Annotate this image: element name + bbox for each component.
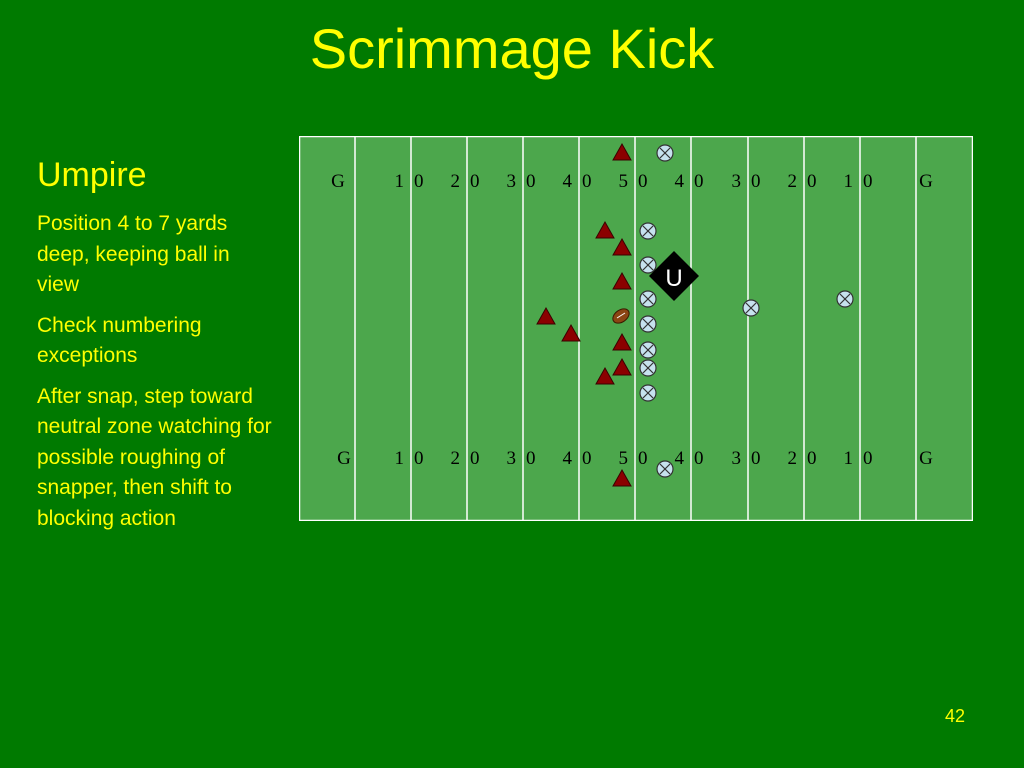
top-yard-digit: 3 <box>732 171 742 192</box>
bottom-goal-label: G <box>337 448 351 469</box>
top-yard-digit: 0 <box>863 171 873 192</box>
receiving-team-player <box>836 290 854 308</box>
receiving-team-player <box>639 341 657 359</box>
bottom-yard-digit: 5 <box>619 448 629 469</box>
top-yard-digit: 0 <box>414 171 424 192</box>
top-yard-digit: 2 <box>788 171 798 192</box>
top-yard-digit: 1 <box>395 171 405 192</box>
kicking-team-player <box>612 142 632 161</box>
receiving-team-player <box>639 315 657 333</box>
top-yard-digit: 0 <box>694 171 704 192</box>
yard-lines <box>354 136 917 521</box>
umpire-heading: Umpire <box>37 156 147 194</box>
kicking-team-player <box>536 306 556 325</box>
bottom-yard-digit: 2 <box>788 448 798 469</box>
bottom-yard-digit: 2 <box>451 448 461 469</box>
bottom-goal-label: G <box>919 448 933 469</box>
receiving-team-player <box>639 256 657 274</box>
bottom-yard-digit: 3 <box>507 448 517 469</box>
kicking-team-player <box>612 271 632 290</box>
receiving-team-player <box>656 460 674 478</box>
top-yard-digit: 4 <box>563 171 573 192</box>
receiving-team-player <box>656 144 674 162</box>
receiving-team-player <box>639 222 657 240</box>
umpire-marker: U <box>649 251 699 301</box>
top-yard-digit: 4 <box>675 171 685 192</box>
receiving-team-player <box>639 384 657 402</box>
top-yard-digit: 3 <box>507 171 517 192</box>
bottom-yard-digit: 4 <box>563 448 573 469</box>
top-yard-digit: 5 <box>619 171 629 192</box>
receiving-team-player <box>639 290 657 308</box>
bottom-yard-digit: 0 <box>470 448 480 469</box>
kicking-team-player <box>595 366 615 385</box>
kicking-team-player <box>612 237 632 256</box>
top-yard-digit: 0 <box>751 171 761 192</box>
bottom-yard-digit: 1 <box>844 448 854 469</box>
bottom-yard-digit: 1 <box>395 448 405 469</box>
bottom-yard-digit: 0 <box>582 448 592 469</box>
top-goal-label: G <box>919 171 933 192</box>
top-yard-digit: 0 <box>582 171 592 192</box>
position-paragraph: Position 4 to 7 yards deep, keeping ball… <box>37 212 230 296</box>
bottom-yard-digit: 0 <box>638 448 648 469</box>
umpire-label: U <box>665 265 682 292</box>
after-snap-paragraph: After snap, step toward neutral zone wat… <box>37 384 272 530</box>
top-yard-digit: 0 <box>638 171 648 192</box>
bottom-yard-digit: 0 <box>807 448 817 469</box>
bottom-yard-digit: 0 <box>414 448 424 469</box>
top-yard-digit: 0 <box>807 171 817 192</box>
receiving-team-player <box>639 359 657 377</box>
slide-title: Scrimmage Kick <box>309 17 715 80</box>
bottom-yard-digit: 0 <box>751 448 761 469</box>
top-yard-digit: 0 <box>470 171 480 192</box>
bottom-yard-digit: 4 <box>675 448 685 469</box>
bottom-yard-digit: 3 <box>732 448 742 469</box>
receiving-team-player <box>742 299 760 317</box>
top-goal-label: G <box>331 171 345 192</box>
top-yard-digit: 1 <box>844 171 854 192</box>
kicking-team-player <box>561 323 581 342</box>
kicking-team-player <box>612 357 632 376</box>
bottom-yard-digit: 0 <box>863 448 873 469</box>
players <box>536 142 854 487</box>
bottom-yard-digit: 0 <box>526 448 536 469</box>
football-icon <box>612 308 630 324</box>
top-yard-digit: 0 <box>526 171 536 192</box>
page-number: 42 <box>944 706 965 726</box>
numbering-paragraph: Check numbering exceptions <box>37 313 202 368</box>
kicking-team-player <box>612 332 632 351</box>
umpire-diamond <box>649 251 699 301</box>
bottom-yard-digit: 0 <box>694 448 704 469</box>
top-yard-digit: 2 <box>451 171 461 192</box>
umpire-text-panel: Umpire Position 4 to 7 yards deep, keepi… <box>37 153 277 544</box>
kicking-team-player <box>595 220 615 239</box>
kicking-team-player <box>612 468 632 487</box>
